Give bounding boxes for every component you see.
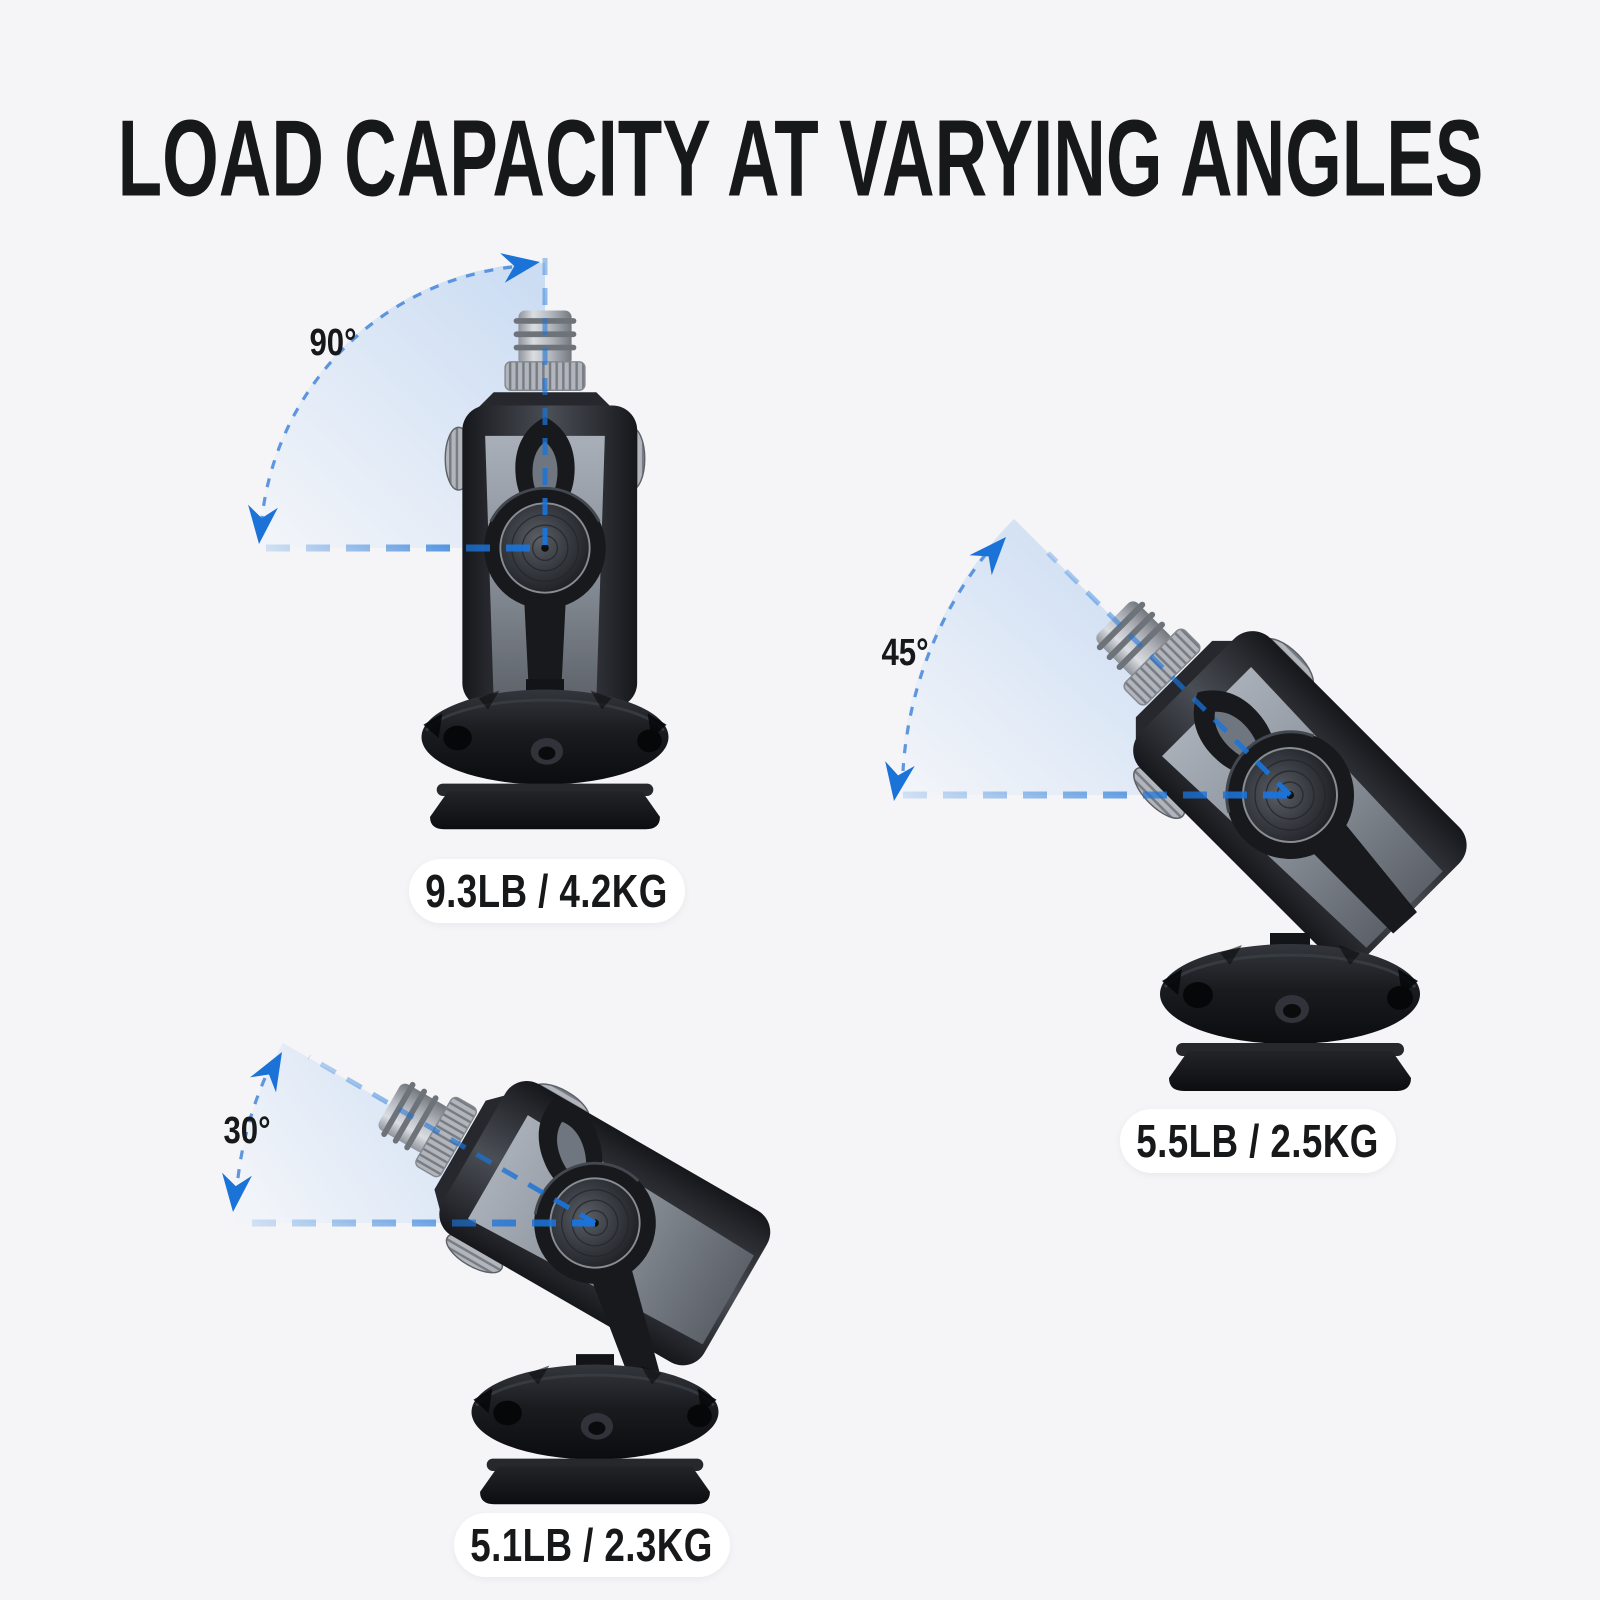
angle-label-30: 30°: [223, 1110, 271, 1152]
annotations-45: [879, 526, 1292, 804]
angle-arc: [259, 265, 513, 529]
annotations-90: [244, 247, 548, 552]
page-title-text: LOAD CAPACITY AT VARYING ANGLES: [117, 98, 1483, 219]
page-title: LOAD CAPACITY AT VARYING ANGLES: [0, 98, 1600, 219]
angle-label-45: 45°: [881, 632, 929, 674]
annotations-30: [218, 1044, 597, 1227]
angle-arc: [901, 553, 988, 772]
tilt-axis-line: [307, 1054, 597, 1226]
mount-base: [1158, 931, 1422, 1093]
mount-base: [420, 677, 670, 831]
mount-45-group: [1038, 543, 1484, 1093]
tilt-axis-line: [1046, 551, 1292, 797]
load-capacity-badge-30: 5.1LB / 2.3KG: [454, 1513, 730, 1577]
angle-wedges: [234, 263, 1290, 1223]
load-capacity-badge-90: 9.3LB / 4.2KG: [409, 859, 685, 923]
mount-base: [470, 1352, 720, 1506]
mount-30-group: [338, 1017, 784, 1506]
load-capacity-badge-45: 5.5LB / 2.5KG: [1120, 1109, 1396, 1173]
angle-label-90: 90°: [309, 322, 357, 364]
